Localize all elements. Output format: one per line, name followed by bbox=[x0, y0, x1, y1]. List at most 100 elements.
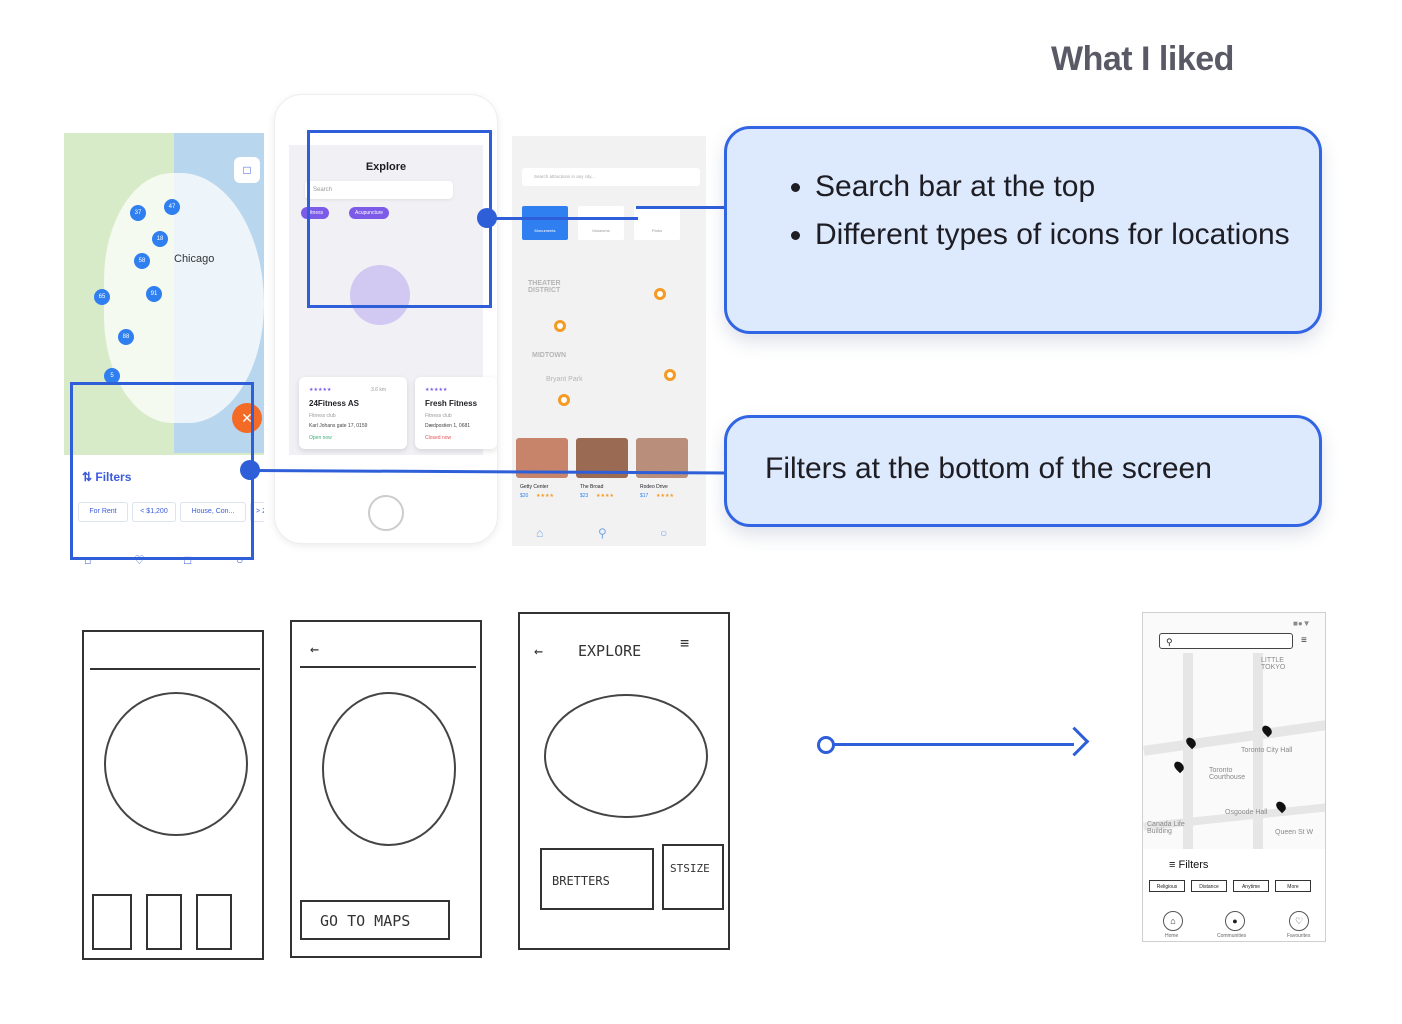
explore-search-input[interactable]: Search bbox=[305, 181, 453, 199]
category-museums[interactable]: Museums bbox=[578, 206, 624, 240]
sketch-frame bbox=[82, 630, 264, 960]
tile-price: $20 bbox=[520, 493, 529, 499]
street bbox=[1253, 653, 1263, 853]
tile-rating: ★★★★ bbox=[536, 493, 554, 499]
attraction-pin[interactable] bbox=[664, 369, 676, 381]
category-parks[interactable]: Parks bbox=[634, 206, 680, 240]
home-tab-icon[interactable]: ⌂ bbox=[536, 526, 544, 540]
filter-chip[interactable]: Anytime bbox=[1233, 880, 1269, 892]
card-rating: ★★★★★ bbox=[309, 387, 332, 393]
map-label: Osgoode Hall bbox=[1225, 809, 1268, 816]
home-icon[interactable]: ⌂ bbox=[1163, 911, 1183, 931]
filters-sheet: ⇅ Filters For Rent < $1,200 House, Con..… bbox=[64, 455, 264, 573]
filters-highlight-box bbox=[70, 382, 254, 560]
wireframe-search-input[interactable]: ⚲ bbox=[1159, 633, 1293, 649]
tile-price: $23 bbox=[580, 493, 589, 499]
filter-chip[interactable]: > 2 bbox=[250, 502, 264, 522]
close-icon[interactable]: ✕ bbox=[232, 403, 262, 433]
arrow-head-icon bbox=[1059, 726, 1090, 757]
category-monuments[interactable]: Monuments bbox=[522, 206, 568, 240]
district-label: THEATER DISTRICT bbox=[528, 280, 561, 294]
map-label: LITTLE TOKYO bbox=[1261, 657, 1286, 671]
filter-chip[interactable]: More bbox=[1275, 880, 1311, 892]
explore-phone-screenshot: Explore Search Fitness Acupuncture ★★★★★… bbox=[274, 94, 498, 544]
sketch-go-to-maps-button: GO TO MAPS bbox=[300, 900, 450, 940]
filters-title: ≡ Filters bbox=[1169, 859, 1208, 871]
filter-chip[interactable]: For Rent bbox=[78, 502, 128, 522]
search-tab-icon[interactable]: ⚲ bbox=[598, 526, 607, 540]
filter-chip[interactable]: Distance bbox=[1191, 880, 1227, 892]
sliders-icon: ≡ bbox=[1169, 859, 1179, 871]
connector-dot-top bbox=[477, 208, 497, 228]
profile-tab-icon[interactable]: ○ bbox=[660, 526, 668, 540]
card-status: Closed now bbox=[425, 435, 452, 441]
tile-name: Rodeo Drive bbox=[640, 484, 668, 490]
street bbox=[1183, 653, 1193, 853]
attractions-screenshot: Search attractions in any city... Monume… bbox=[512, 136, 706, 546]
callout-filters: Filters at the bottom of the screen bbox=[724, 415, 1322, 527]
tab-label: Home bbox=[1165, 933, 1179, 939]
search-icon: ⚲ bbox=[1166, 637, 1173, 647]
arrow-line bbox=[826, 743, 1074, 746]
callout-text: Filters at the bottom of the screen bbox=[765, 452, 1212, 485]
callout-bullet-list: Search bar at the top Different types of… bbox=[785, 163, 1319, 259]
map-label: Queen St W bbox=[1275, 829, 1314, 836]
heart-tab-icon[interactable]: ♡ bbox=[134, 553, 145, 567]
sketch-card bbox=[196, 894, 232, 950]
status-icons: ■●▼ bbox=[1293, 619, 1311, 628]
place-card[interactable]: ★★★★★ Fresh Fitness Fitness club Dædpost… bbox=[415, 377, 497, 449]
map-pin: 47 bbox=[164, 199, 180, 215]
sketch-menu-icon: ≡ bbox=[680, 634, 690, 652]
bookmark-tab-icon[interactable]: □ bbox=[184, 553, 192, 567]
sketch-scribble bbox=[322, 692, 456, 846]
callout-search-icons: Search bar at the top Different types of… bbox=[724, 126, 1322, 334]
filters-label: Filters bbox=[1178, 859, 1209, 871]
sketch-frame: ← GO TO MAPS bbox=[290, 620, 482, 958]
sketch-button-label: GO TO MAPS bbox=[320, 912, 411, 930]
chicago-map-screenshot: 37 47 18 58 91 65 88 5 Chicago □ ✕ ⇅ Fil… bbox=[64, 133, 264, 573]
sketch-scribble bbox=[104, 692, 248, 836]
sketch-card-label: STSIZE bbox=[670, 862, 710, 875]
home-button[interactable] bbox=[368, 495, 404, 531]
card-name: Fresh Fitness bbox=[425, 399, 478, 408]
sketch-scribble bbox=[544, 694, 708, 818]
attraction-pin[interactable] bbox=[654, 288, 666, 300]
sketch-header-line bbox=[300, 666, 476, 668]
map-pin: 58 bbox=[134, 253, 150, 269]
profile-tab-icon[interactable]: ○ bbox=[236, 553, 244, 567]
sketch-card: BRETTERS bbox=[540, 848, 654, 910]
callout-bullet: Different types of icons for locations bbox=[815, 211, 1319, 259]
list-icon[interactable]: ≡ bbox=[1301, 635, 1307, 646]
connector-dot-bottom bbox=[240, 460, 260, 480]
location-radius bbox=[350, 265, 410, 325]
attractions-search-input[interactable]: Search attractions in any city... bbox=[522, 168, 700, 186]
home-tab-icon[interactable]: ⌂ bbox=[84, 553, 92, 567]
bookmark-icon[interactable]: □ bbox=[234, 157, 260, 183]
wireframe-filters-panel: ≡ Filters Religious Distance Anytime Mor… bbox=[1143, 849, 1325, 941]
map-pin: 88 bbox=[118, 329, 134, 345]
city-label: Chicago bbox=[174, 253, 215, 265]
attraction-pin[interactable] bbox=[558, 394, 570, 406]
place-card[interactable]: ★★★★★ 3.6 km 24Fitness AS Fitness club K… bbox=[299, 377, 407, 449]
sketch-header-line bbox=[90, 668, 260, 670]
map-pin: 37 bbox=[130, 205, 146, 221]
map-label: Toronto Courthouse bbox=[1209, 767, 1246, 781]
sketch-title: EXPLORE bbox=[578, 642, 642, 660]
card-name: 24Fitness AS bbox=[309, 399, 359, 408]
favourites-icon[interactable]: ♡ bbox=[1289, 911, 1309, 931]
attraction-pin[interactable] bbox=[554, 320, 566, 332]
filter-tag[interactable]: Acupuncture bbox=[349, 207, 390, 219]
card-subtitle: Fitness club bbox=[425, 413, 452, 419]
arrow-start-ring bbox=[817, 736, 835, 754]
filter-chip[interactable]: House, Con... bbox=[180, 502, 246, 522]
callout-bullet: Search bar at the top bbox=[815, 163, 1319, 211]
communities-icon[interactable]: ● bbox=[1225, 911, 1245, 931]
connector-line-top bbox=[488, 217, 638, 220]
sketch-frame: ← EXPLORE ≡ BRETTERS STSIZE bbox=[518, 612, 730, 950]
filter-chip[interactable]: Religious bbox=[1149, 880, 1185, 892]
sketch-card bbox=[146, 894, 182, 950]
tab-label: Communities bbox=[1217, 933, 1247, 939]
filter-chip[interactable]: < $1,200 bbox=[132, 502, 176, 522]
search-highlight-box bbox=[307, 130, 492, 308]
card-distance: 3.6 km bbox=[371, 387, 387, 393]
